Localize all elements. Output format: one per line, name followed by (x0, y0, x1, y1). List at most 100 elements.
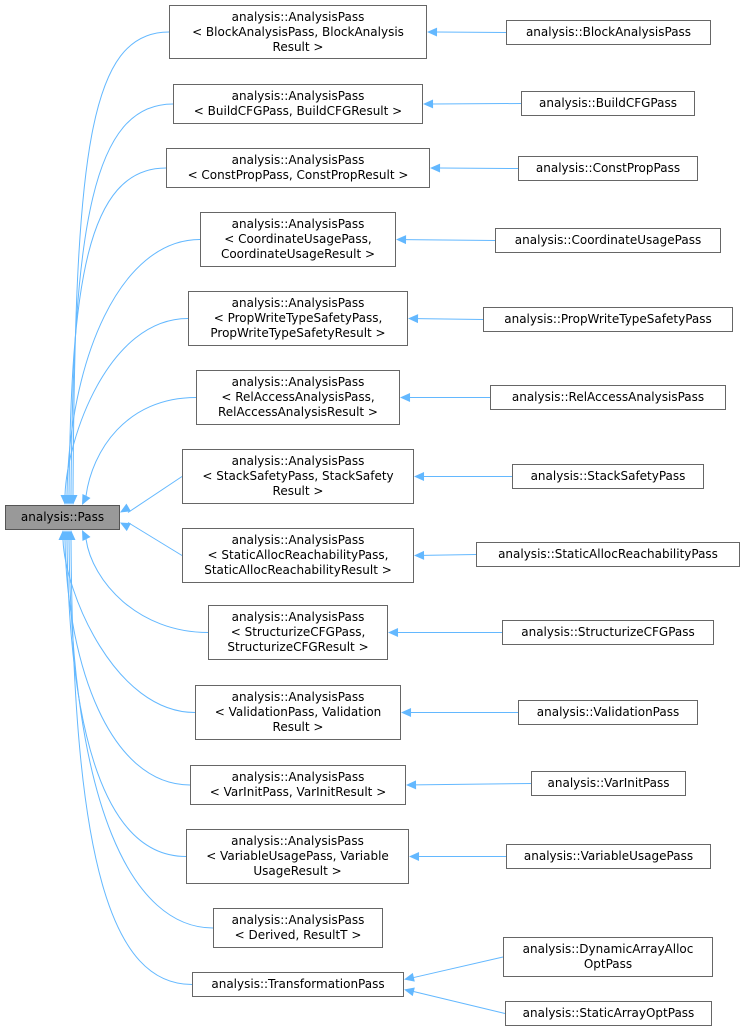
node-label-line: analysis::DynamicArrayAlloc (522, 942, 694, 956)
edge-constprop-to-pass (68, 167, 167, 496)
node-label-line: < BuildCFGPass, BuildCFGResult > (193, 104, 403, 118)
node-label-line: analysis::AnalysisPass (231, 913, 365, 927)
node-label-line: analysis::ValidationPass (536, 705, 680, 719)
edge-constprop-to-constprop-arrowhead (430, 163, 441, 173)
node-coordinateusagepass[interactable]: analysis::CoordinateUsagePass (495, 228, 721, 253)
node-label-line: analysis::StaticArrayOptPass (522, 1006, 695, 1020)
node-label-line: analysis::VariableUsagePass (523, 849, 694, 863)
node-label-line: analysis::AnalysisPass (231, 296, 365, 310)
edge-staticallocreachability-to-pass (127, 522, 183, 556)
node-analysispass-blockanalysis[interactable]: analysis::AnalysisPass < BlockAnalysisPa… (169, 5, 427, 59)
node-stacksafetypass[interactable]: analysis::StackSafetyPass (512, 464, 704, 489)
edge-coordinateusage-to-coordinateusage-arrowhead (396, 235, 407, 245)
edge-relaccessanalysis-to-relaccessanalysis-arrowhead (400, 393, 411, 402)
node-varinitpass[interactable]: analysis::VarInitPass (531, 771, 686, 796)
node-propwritetypesafetypass[interactable]: analysis::PropWriteTypeSafetyPass (483, 307, 733, 332)
node-label-line: UsageResult > (253, 864, 342, 878)
node-label-line: analysis::AnalysisPass (231, 834, 364, 848)
node-analysispass-variableusage[interactable]: analysis::AnalysisPass < VariableUsagePa… (186, 829, 409, 884)
edge-buildcfg-to-buildcfg-arrowhead (423, 99, 434, 109)
edge-staticarrayopt-to-transformation-arrowhead (404, 987, 415, 997)
node-label-line: < ValidationPass, Validation (214, 705, 382, 719)
node-label-line: < StructurizeCFGPass, (230, 625, 366, 639)
node-label-line: analysis::AnalysisPass (231, 89, 365, 103)
node-label-line: < BlockAnalysisPass, BlockAnalysis (192, 24, 404, 39)
node-label-line: analysis::StructurizeCFGPass (521, 625, 695, 639)
node-validationpass[interactable]: analysis::ValidationPass (518, 700, 698, 725)
node-staticallocreachabilitypass[interactable]: analysis::StaticAllocReachabilityPass (476, 542, 740, 567)
node-label: analysis::Pass (20, 510, 105, 524)
edge-varinit-to-varinit (414, 783, 532, 786)
node-label-line: analysis::AnalysisPass (231, 770, 365, 784)
node-staticarrayoptpass[interactable]: analysis::StaticArrayOptPass (505, 1001, 712, 1026)
node-transformationpass[interactable]: analysis::TransformationPass (192, 972, 404, 997)
node-analysispass-stacksafety[interactable]: analysis::AnalysisPass < StackSafetyPass… (182, 449, 414, 504)
node-label-line: RelAccessAnalysisResult > (218, 405, 378, 419)
node-analysispass-varinit[interactable]: analysis::AnalysisPass < VarInitPass, Va… (190, 765, 406, 805)
node-label-line: analysis::StackSafetyPass (530, 469, 686, 483)
edge-structurizecfg-to-structurizecfg-arrowhead (388, 628, 399, 637)
edge-stacksafety-to-stacksafety-arrowhead (414, 472, 425, 481)
edge-staticallocreachability-to-staticallocreachability-arrowhead (414, 550, 425, 560)
node-analysispass-structurizecfg[interactable]: analysis::AnalysisPass < StructurizeCFGP… (208, 605, 388, 660)
node-constproppass[interactable]: analysis::ConstPropPass (518, 156, 698, 181)
node-label-line: Result > (272, 484, 324, 498)
node-variableusagepass[interactable]: analysis::VariableUsagePass (506, 844, 711, 869)
node-relaccessanalysispass[interactable]: analysis::RelAccessAnalysisPass (490, 385, 726, 410)
node-analysispass-relaccessanalysis[interactable]: analysis::AnalysisPass < RelAccessAnalys… (196, 370, 400, 425)
node-analysispass-derived[interactable]: analysis::AnalysisPass < Derived, Result… (213, 908, 383, 948)
node-label-line: analysis::AnalysisPass (231, 610, 365, 624)
edge-relaccessanalysis-to-pass (85, 397, 197, 497)
node-label-line: < CoordinateUsagePass, (224, 232, 372, 246)
node-label-line: analysis::AnalysisPass (231, 9, 365, 24)
edge-staticarrayopt-to-transformation (412, 990, 506, 1014)
edge-staticallocreachability-to-pass-arrowhead (120, 522, 131, 532)
edge-structurizecfg-to-pass (85, 538, 209, 633)
node-label-line: analysis::TransformationPass (211, 977, 385, 991)
edge-varinit-to-pass (64, 539, 191, 786)
edge-variableusage-to-variableusage-arrowhead (409, 852, 420, 861)
node-analysispass-coordinateusage[interactable]: analysis::AnalysisPass < CoordinateUsage… (200, 212, 396, 267)
edge-blockanalysis-to-pass (72, 31, 170, 496)
node-label-line: < StackSafetyPass, StackSafety (202, 469, 394, 483)
node-label-line: CoordinateUsageResult > (220, 247, 376, 261)
node-label-line: < RelAccessAnalysisPass, (221, 390, 375, 404)
node-label-line: < VariableUsagePass, Variable (206, 849, 389, 863)
node-analysis-pass[interactable]: analysis::Pass (5, 505, 120, 530)
node-analysispass-constprop[interactable]: analysis::AnalysisPass < ConstPropPass, … (166, 148, 430, 188)
edge-varinit-to-varinit-arrowhead (406, 780, 417, 790)
node-label-line: analysis::ConstPropPass (535, 161, 681, 175)
edge-stacksafety-to-pass (127, 476, 183, 513)
node-analysispass-validation[interactable]: analysis::AnalysisPass < ValidationPass,… (195, 685, 401, 740)
node-label-line: analysis::PropWriteTypeSafetyPass (504, 312, 712, 326)
node-structurizecfgpass[interactable]: analysis::StructurizeCFGPass (502, 620, 714, 645)
node-buildcfgpass[interactable]: analysis::BuildCFGPass (521, 91, 695, 116)
edge-staticallocreachability-to-staticallocreachability (422, 554, 477, 556)
node-label-line: OptPass (583, 957, 633, 971)
edge-coordinateusage-to-pass (66, 239, 201, 496)
node-label-line: Result > (272, 720, 324, 734)
node-label-line: StaticAllocReachabilityResult > (204, 563, 392, 577)
edge-transformation-to-pass (70, 539, 193, 985)
edge-relaccessanalysis-to-pass-arrowhead (82, 494, 91, 505)
node-label-line: < ConstPropPass, ConstPropResult > (187, 168, 409, 182)
edge-dynamicarrayallocopt-to-transformation-arrowhead (404, 972, 415, 982)
node-label-line: analysis::CoordinateUsagePass (514, 233, 702, 247)
node-label-line: PropWriteTypeSafetyResult > (210, 326, 386, 340)
node-label-line: analysis::AnalysisPass (231, 375, 365, 389)
node-label-line: Result > (272, 39, 324, 54)
edge-propwritetypesafety-to-propwritetypesafety-arrowhead (408, 314, 419, 324)
node-analysispass-buildcfg[interactable]: analysis::AnalysisPass < BuildCFGPass, B… (173, 84, 423, 124)
node-analysispass-staticallocreachability[interactable]: analysis::AnalysisPass < StaticAllocReac… (182, 528, 414, 583)
node-analysispass-propwritetypesafety[interactable]: analysis::AnalysisPass < PropWriteTypeSa… (188, 291, 408, 346)
edge-blockanalysis-to-blockanalysis-arrowhead (427, 27, 438, 37)
node-dynamicarrayallocoptpass[interactable]: analysis::DynamicArrayAlloc OptPass (503, 937, 713, 977)
edge-variableusage-to-pass (66, 539, 187, 857)
edge-dynamicarrayallocopt-to-transformation (412, 956, 504, 979)
node-blockanalysispass[interactable]: analysis::BlockAnalysisPass (506, 20, 711, 45)
node-label-line: < PropWriteTypeSafetyPass, (213, 311, 383, 325)
node-label-line: analysis::AnalysisPass (231, 217, 365, 231)
edge-propwritetypesafety-to-pass (64, 318, 189, 496)
